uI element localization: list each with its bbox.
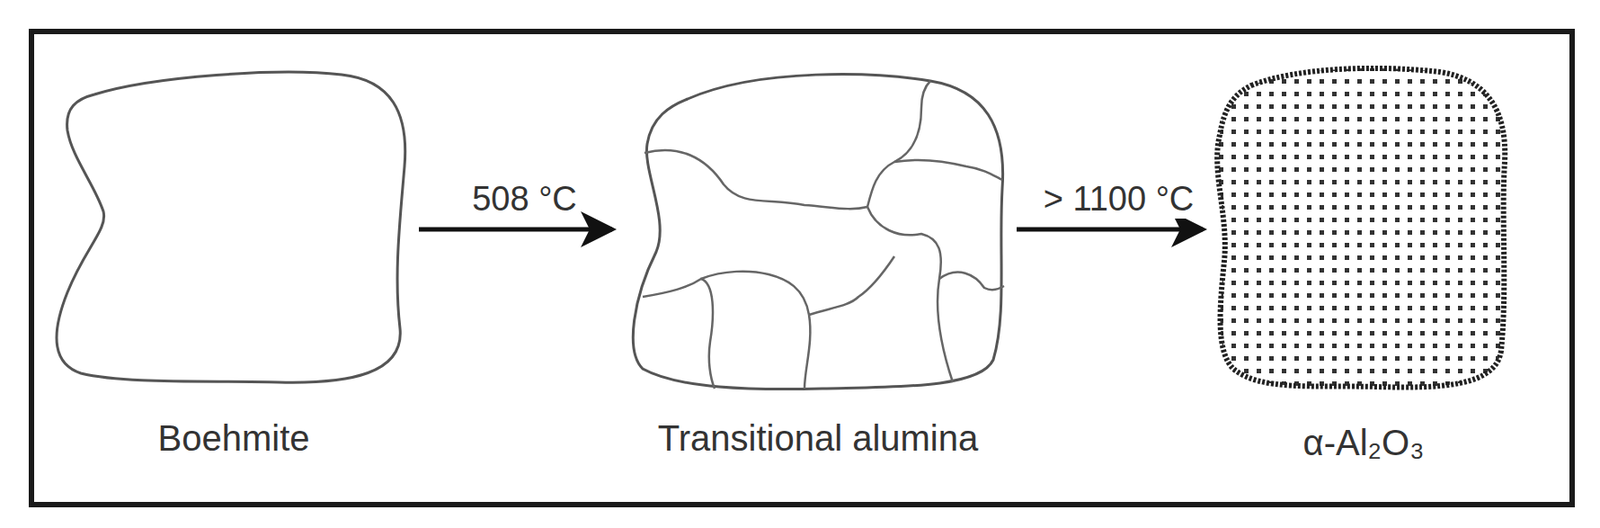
grain-boundary	[642, 278, 715, 389]
grain-boundary	[867, 206, 953, 383]
particle-node: α-Al₂O₃	[1215, 62, 1512, 396]
reaction-arrow	[418, 227, 613, 232]
grain-boundary	[701, 271, 810, 389]
particle-outline	[632, 74, 1003, 390]
particle-outline	[56, 71, 406, 383]
particle-node: Boehmite	[53, 67, 414, 392]
particle-node: Transitional alumina	[624, 71, 1012, 392]
grain-boundary	[644, 150, 868, 209]
boehmite-particle	[53, 67, 414, 392]
alpha-alumina-particle	[1215, 62, 1512, 396]
grain-boundary	[939, 272, 1005, 291]
grain-boundary	[867, 80, 931, 207]
phase-name: Transitional alumina	[534, 417, 1102, 459]
temperature-label: > 1100 °C	[1040, 179, 1199, 219]
temperature-label: 508 °C	[468, 179, 581, 219]
grain-boundary	[808, 256, 895, 315]
particle-outline	[1217, 68, 1505, 388]
reaction-arrow	[1016, 227, 1203, 232]
grain-boundary	[894, 160, 1003, 180]
phase-name: Boehmite	[0, 417, 504, 459]
transitional-alumina-particle	[624, 71, 1012, 392]
phase-name: α-Al₂O₃	[1125, 422, 1600, 463]
